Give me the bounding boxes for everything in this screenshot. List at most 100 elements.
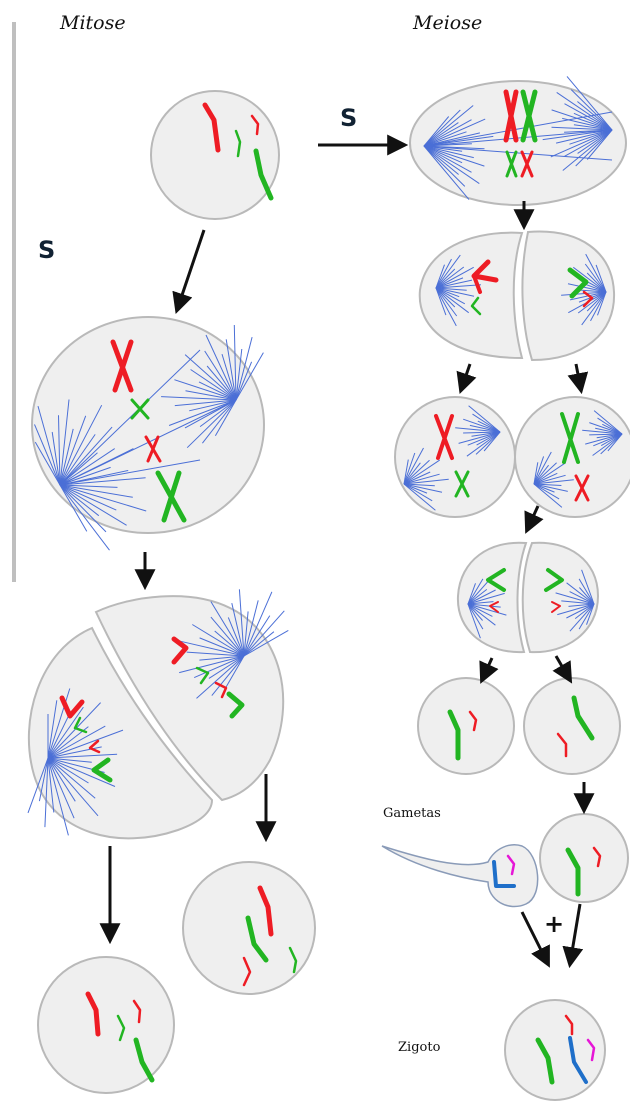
spindle-fiber [423, 145, 466, 187]
spindle-fiber [577, 291, 607, 314]
spindle-fiber [578, 578, 595, 605]
spindle-fiber [47, 725, 106, 759]
spindle-fiber [423, 145, 474, 159]
spindle-fiber [34, 424, 61, 486]
spindle-fiber [224, 655, 245, 690]
chromosome-green [73, 716, 88, 734]
chromosome-green [565, 847, 581, 897]
spindle-fiber [235, 336, 253, 401]
spindle-fiber [435, 287, 456, 308]
spindle-fiber [47, 757, 92, 763]
spindle-fiber [202, 399, 237, 444]
spindle-fiber [533, 451, 552, 485]
spindle-fiber [595, 264, 607, 293]
spindle-fiber [476, 431, 501, 446]
spindle-fiber [586, 603, 595, 625]
spindle-fiber [243, 615, 271, 657]
spindle-fiber [189, 399, 237, 412]
spindle-fiber [243, 610, 285, 657]
spindle-fiber [235, 352, 264, 401]
chromosome-blue [568, 1036, 588, 1084]
chromosome-red [551, 601, 561, 613]
spindle-fiber [221, 353, 237, 401]
spindle-fiber [47, 757, 89, 784]
spindle-fiber [533, 483, 568, 492]
arrow [567, 363, 589, 395]
spindle-fiber [533, 462, 566, 485]
spindle-fiber [533, 462, 539, 485]
spindle-fiber [435, 287, 466, 305]
spindle-fiber [585, 433, 623, 445]
spindle-fiber [210, 601, 245, 657]
spindle-fiber [550, 129, 613, 158]
spindle-fiber [467, 589, 488, 605]
spindle-fiber [175, 639, 245, 657]
spindle-fiber [561, 600, 595, 605]
spindle-fiber [47, 757, 96, 799]
spindle-fiber [403, 447, 424, 485]
spindle-fiber [581, 569, 595, 605]
meiose-gamete-cell-2 [523, 677, 621, 775]
spindle-fiber [199, 637, 245, 657]
spindle-fiber [423, 145, 470, 200]
spindle-fiber [590, 291, 607, 322]
spindle-fiber [238, 589, 245, 657]
spindle-fiber [47, 757, 76, 802]
spindle-fiber [403, 459, 409, 485]
spindle-fiber [199, 655, 245, 661]
spindle-fiber [533, 483, 555, 493]
chromosome-green [544, 568, 564, 592]
spindle-fiber [59, 484, 107, 533]
spindle-fiber [592, 433, 623, 456]
spindle-fiber [423, 145, 613, 161]
spindle-fiber [47, 700, 58, 759]
spindle-fiber [564, 129, 613, 157]
spindle-fiber [47, 757, 75, 819]
spindle-fiber [243, 591, 273, 657]
spindle-fiber [59, 426, 113, 486]
spindle-fiber [533, 479, 574, 485]
spindle-fiber [467, 592, 505, 605]
chromosome-green [535, 1037, 555, 1085]
gametas-label: Gametas [383, 806, 441, 821]
spindle-fibers [27, 76, 623, 836]
chromosome-red [202, 102, 221, 153]
spindle-fiber [403, 459, 430, 485]
arrow [456, 363, 477, 394]
chromosome-green [562, 412, 580, 464]
spindle-fiber [578, 603, 595, 630]
spindle-fiber [533, 464, 549, 485]
chromosome-red [489, 601, 499, 613]
spindle-fiber [555, 592, 595, 605]
spindle-fiber [47, 714, 70, 759]
spindle-fiber [423, 145, 472, 173]
spindle-fiber [59, 484, 133, 498]
spindle-fiber [600, 433, 623, 455]
chromosome-green [470, 296, 482, 316]
spindle-fiber [568, 603, 595, 607]
spindle-fiber [423, 131, 467, 147]
spindle-fiber [577, 101, 613, 131]
spindle-fiber [47, 753, 118, 759]
chromosome-magenta [586, 1038, 596, 1062]
spindle-fiber [533, 483, 563, 508]
spindle-fiber [435, 254, 461, 289]
spindle-fiber [593, 410, 623, 435]
spindle-fiber [423, 145, 463, 164]
spindle-fiber [466, 431, 501, 457]
spindle-fiber [58, 415, 61, 486]
spindle-fiber [542, 129, 613, 141]
chromosome-red [468, 710, 478, 732]
chromosome-red [85, 991, 101, 1037]
chromosome-red [582, 290, 594, 308]
spindle-fiber [225, 339, 237, 401]
spindle-fiber [467, 603, 507, 616]
spindle-fiber [435, 287, 460, 298]
spindle-fiber [168, 399, 237, 426]
spindle-fiber [533, 462, 557, 485]
spindle-fiber [184, 354, 237, 401]
spindle-fiber [533, 472, 558, 485]
spindle-fiber [435, 264, 445, 289]
spindle-fiber [468, 405, 501, 433]
spindle-fiber [596, 433, 623, 439]
